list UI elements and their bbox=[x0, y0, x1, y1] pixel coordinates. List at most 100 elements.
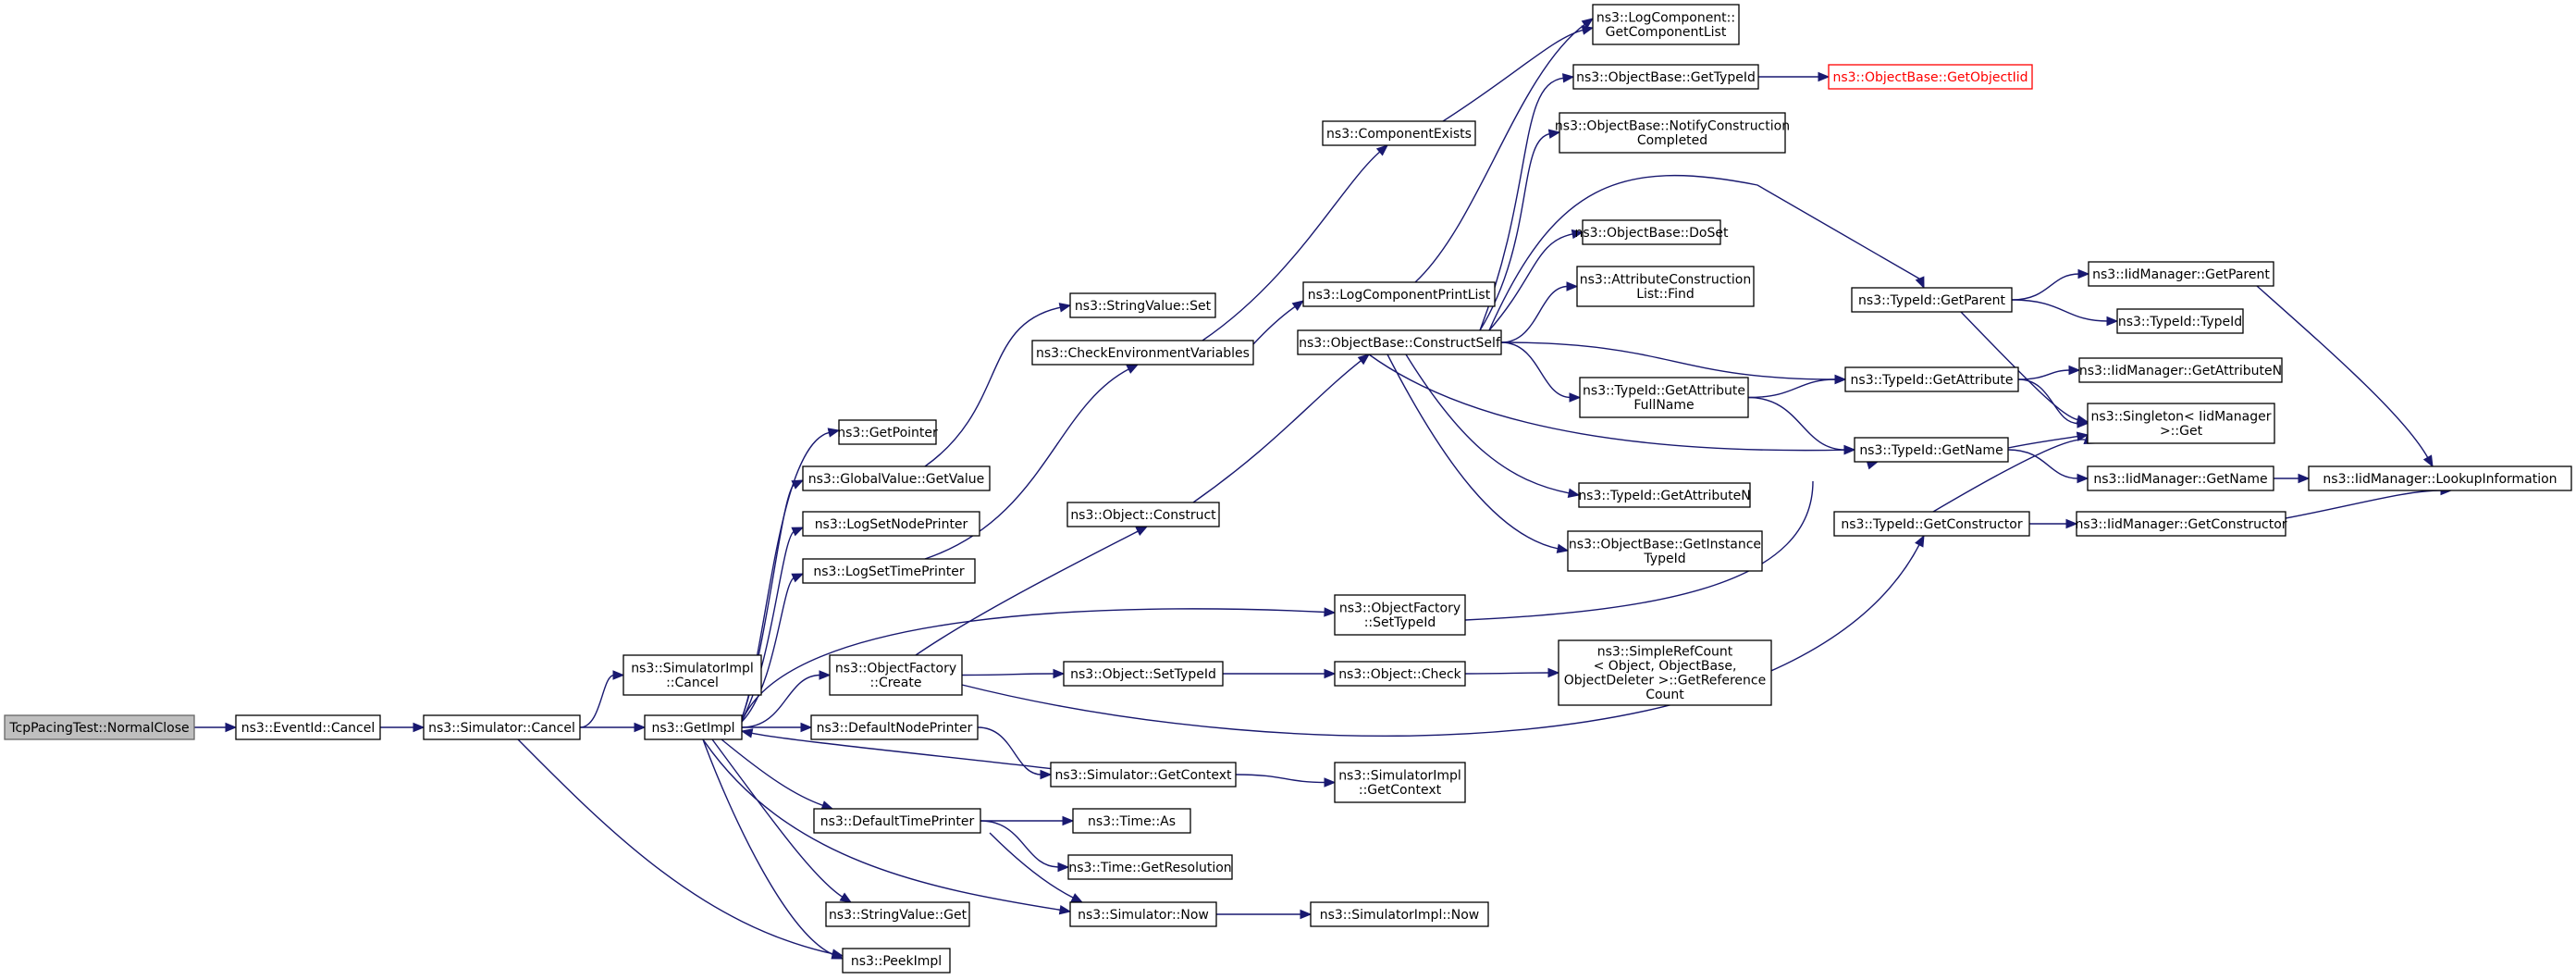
node-singleton-iidmanager-get[interactable]: ns3::Singleton< IidManager >::Get bbox=[2087, 403, 2275, 444]
node-objectbase-doset[interactable]: ns3::ObjectBase::DoSet bbox=[1575, 219, 1729, 245]
node-simulatorimpl-now[interactable]: ns3::SimulatorImpl::Now bbox=[1310, 901, 1489, 927]
node-objectbase-notifyconstructioncompleted[interactable]: ns3::ObjectBase::NotifyConstructionCompl… bbox=[1555, 112, 1790, 154]
node-object-settypeid[interactable]: ns3::Object::SetTypeId bbox=[1063, 661, 1224, 687]
node-label: ns3::ObjectBase::GetObjectIid bbox=[1832, 70, 2028, 85]
node-box bbox=[842, 948, 951, 974]
arrowhead-icon bbox=[1135, 526, 1149, 536]
node-simplerefcount-object-objectbase-objectdeleter-getreferencecount[interactable]: ns3::SimpleRefCount< Object, ObjectBase,… bbox=[1558, 639, 1772, 706]
node-label: ns3::Time::As bbox=[1088, 814, 1176, 829]
edge-line bbox=[1368, 354, 1846, 452]
node-objectfactory-settypeid[interactable]: ns3::ObjectFactory::SetTypeId bbox=[1334, 594, 1466, 636]
node-typeid-getattribute[interactable]: ns3::TypeId::GetAttribute bbox=[1844, 366, 2019, 392]
node-simulatorimpl-getcontext[interactable]: ns3::SimulatorImpl::GetContext bbox=[1334, 762, 1466, 803]
node-box bbox=[235, 714, 381, 740]
arrowhead-icon bbox=[1057, 862, 1070, 873]
edge-iidmanager-getparent-to-iidmanager-lookupinformation bbox=[2256, 285, 2434, 468]
edge-line bbox=[2007, 435, 2079, 449]
edge-typeid-getconstructor-to-iidmanager-getconstructor bbox=[2028, 518, 2078, 529]
edge-line bbox=[980, 820, 1060, 868]
node-box bbox=[1572, 64, 1759, 90]
edge-typeid-getattribute-to-iidmanager-getattributen bbox=[2017, 365, 2081, 380]
edge-componentexists-to-logcomponent-getcomponentlist bbox=[1442, 25, 1595, 122]
node-globalvalue-getvalue[interactable]: ns3::GlobalValue::GetValue bbox=[802, 465, 991, 491]
node-defaulttimeprinter[interactable]: ns3::DefaultTimePrinter bbox=[813, 808, 981, 834]
node-eventid-cancel[interactable]: ns3::EventId::Cancel bbox=[235, 714, 381, 740]
node-simulatorimpl-cancel[interactable]: ns3::SimulatorImpl::Cancel bbox=[622, 654, 762, 696]
edge-line bbox=[1488, 233, 1574, 331]
node-typeid-getname[interactable]: ns3::TypeId::GetName bbox=[1854, 437, 2009, 463]
edge-getimpl-to-stringvalue-get bbox=[711, 738, 853, 903]
node-objectbase-getobjectiid[interactable]: ns3::ObjectBase::GetObjectIid bbox=[1828, 64, 2033, 90]
edge-line bbox=[1488, 174, 1921, 331]
node-object-construct[interactable]: ns3::Object::Construct bbox=[1066, 502, 1220, 527]
node-defaultnodeprinter[interactable]: ns3::DefaultNodePrinter bbox=[810, 714, 979, 740]
node-simulator-now[interactable]: ns3::Simulator::Now bbox=[1069, 901, 1217, 927]
node-label: Count bbox=[1645, 688, 1684, 702]
call-graph-nodes: TcpPacingTest::NormalClose ns3::EventId::… bbox=[4, 4, 2572, 974]
edge-line bbox=[2017, 369, 2071, 380]
edge-typeid-getparent-to-iidmanager-getparent bbox=[2011, 268, 2090, 301]
edge-line bbox=[2017, 378, 2079, 425]
node-time-getresolution[interactable]: ns3::Time::GetResolution bbox=[1067, 854, 1233, 880]
node-box bbox=[423, 714, 581, 740]
node-logcomponent-getcomponentlist[interactable]: ns3::LogComponent::GetComponentList bbox=[1592, 4, 1740, 45]
node-box bbox=[2116, 308, 2244, 334]
node-typeid-getattributen[interactable]: ns3::TypeId::GetAttributeN bbox=[1578, 482, 1751, 508]
node-label: ns3::AttributeConstruction bbox=[1580, 273, 1751, 288]
node-iidmanager-getconstructor[interactable]: ns3::IidManager::GetConstructor bbox=[2075, 511, 2287, 537]
arrowhead-icon bbox=[1058, 303, 1072, 313]
node-box bbox=[1833, 511, 2030, 537]
node-box bbox=[1050, 762, 1237, 788]
node-label: ns3::ObjectFactory bbox=[1339, 602, 1461, 616]
node-object-check[interactable]: ns3::Object::Check bbox=[1334, 661, 1466, 687]
edge-line bbox=[702, 738, 1062, 912]
edge-objectbase-constructself-to-typeid-getattributen bbox=[1405, 354, 1581, 498]
node-typeid-getconstructor[interactable]: ns3::TypeId::GetConstructor bbox=[1833, 511, 2030, 537]
edge-checkenvironmentvariables-to-logcomponentprintlist bbox=[1252, 300, 1305, 345]
node-checkenvironmentvariables[interactable]: ns3::CheckEnvironmentVariables bbox=[1031, 340, 1254, 366]
node-iidmanager-lookupinformation[interactable]: ns3::IidManager::LookupInformation bbox=[2308, 465, 2572, 491]
node-getimpl[interactable]: ns3::GetImpl bbox=[644, 714, 743, 740]
node-getpointer[interactable]: ns3::GetPointer bbox=[837, 419, 938, 445]
node-time-as[interactable]: ns3::Time::As bbox=[1072, 808, 1191, 834]
node-iidmanager-getparent[interactable]: ns3::IidManager::GetParent bbox=[2088, 261, 2274, 287]
node-objectfactory-create[interactable]: ns3::ObjectFactory::Create bbox=[829, 654, 963, 696]
node-stringvalue-get[interactable]: ns3::StringValue::Get bbox=[825, 901, 970, 927]
edge-defaulttimeprinter-to-time-getresolution bbox=[980, 820, 1070, 873]
node-label: ns3::StringValue::Get bbox=[829, 908, 968, 923]
edge-line bbox=[915, 529, 1140, 656]
node-logcomponentprintlist[interactable]: ns3::LogComponentPrintList bbox=[1302, 281, 1496, 307]
edge-line bbox=[961, 673, 1055, 676]
node-peekimpl[interactable]: ns3::PeekImpl bbox=[842, 948, 951, 974]
node-objectbase-constructself[interactable]: ns3::ObjectBase::ConstructSelf bbox=[1297, 329, 1502, 355]
node-label: ns3::ObjectBase::NotifyConstruction bbox=[1555, 119, 1790, 134]
node-label: List::Find bbox=[1636, 287, 1695, 302]
node-objectbase-gettypeid[interactable]: ns3::ObjectBase::GetTypeId bbox=[1572, 64, 1759, 90]
node-typeid-getparent[interactable]: ns3::TypeId::GetParent bbox=[1851, 287, 2013, 313]
node-label: ns3::ObjectFactory bbox=[835, 662, 956, 676]
node-simulator-getcontext[interactable]: ns3::Simulator::GetContext bbox=[1050, 762, 1237, 788]
node-iidmanager-getattributen[interactable]: ns3::IidManager::GetAttributeN bbox=[2078, 357, 2283, 383]
edge-line bbox=[989, 832, 1075, 899]
node-label: TcpPacingTest::NormalClose bbox=[8, 721, 189, 736]
node-typeid-typeid[interactable]: ns3::TypeId::TypeId bbox=[2116, 308, 2244, 334]
node-label: ns3::IidManager::GetAttributeN bbox=[2079, 364, 2282, 378]
node-iidmanager-getname[interactable]: ns3::IidManager::GetName bbox=[2087, 465, 2274, 491]
node-componentexists[interactable]: ns3::ComponentExists bbox=[1322, 120, 1476, 146]
edge-getimpl-to-peekimpl bbox=[702, 738, 844, 960]
edge-line bbox=[750, 732, 1055, 770]
node-stringvalue-set[interactable]: ns3::StringValue::Set bbox=[1069, 292, 1216, 318]
node-logsetnodeprinter[interactable]: ns3::LogSetNodePrinter bbox=[802, 511, 980, 537]
node-label: ns3::IidManager::LookupInformation bbox=[2323, 472, 2557, 487]
node-label: ns3::Time::GetResolution bbox=[1068, 861, 1231, 875]
node-box bbox=[1334, 762, 1466, 803]
node-label: ns3::TypeId::GetAttribute bbox=[1851, 373, 2014, 388]
edge-line bbox=[1747, 378, 1837, 399]
node-tcppacingtest-normalclose[interactable]: TcpPacingTest::NormalClose bbox=[4, 714, 195, 740]
edge-line bbox=[2011, 273, 2080, 301]
node-logsettimeprinter[interactable]: ns3::LogSetTimePrinter bbox=[802, 558, 976, 584]
node-simulator-cancel[interactable]: ns3::Simulator::Cancel bbox=[423, 714, 581, 740]
